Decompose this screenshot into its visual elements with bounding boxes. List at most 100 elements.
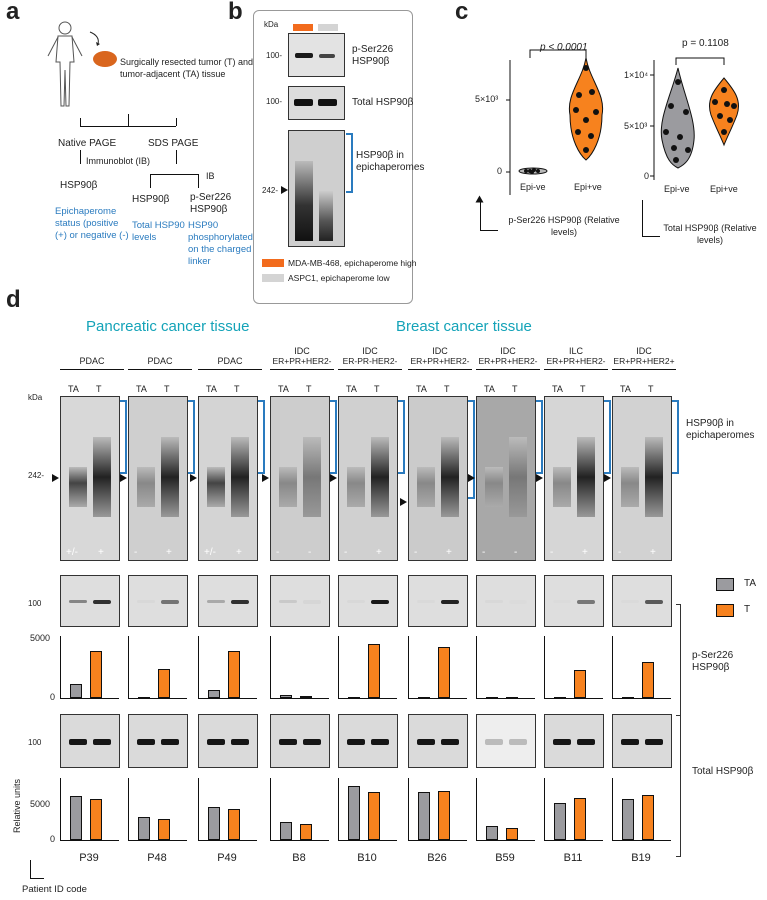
pser-chart-axis (544, 636, 603, 699)
header-rule (60, 369, 124, 370)
pser-band-ta (207, 600, 225, 603)
total-band-ta (137, 739, 155, 745)
pser-band-ta (347, 600, 365, 603)
pser-bar-ta (554, 697, 566, 699)
patient-id: B59 (495, 852, 515, 864)
pser-band-ta (69, 600, 87, 603)
relative-units-label: Relative units (12, 778, 23, 834)
sample-type: ILC (568, 346, 583, 356)
epi-label-b: HSP90β in epichaperomes (356, 150, 425, 173)
status-t: + (376, 547, 382, 558)
lane-t-label: T (512, 384, 518, 394)
marker-100-d1: 100 (28, 599, 42, 608)
total-bar-t (506, 828, 518, 840)
status-ta: +/- (66, 547, 78, 558)
pser-bar-ta (70, 684, 82, 698)
pser-bar-ta (418, 697, 430, 699)
band-ta (417, 467, 435, 507)
pser-bar-t (228, 650, 240, 698)
total-band-ta (207, 739, 225, 745)
total-bar-t (574, 797, 586, 840)
blot-total (476, 714, 536, 768)
pvalue-1: p < 0.0001 (540, 42, 588, 53)
breast-heading: Breast cancer tissue (396, 318, 532, 335)
lane-t-label: T (648, 384, 654, 394)
blot-epichaperome (338, 396, 398, 561)
pser-band-t (161, 600, 179, 604)
legend-ta-swatch (716, 578, 734, 591)
kda-label-d: kDa (28, 393, 43, 402)
total-chart-axis (338, 778, 397, 841)
total-bar-t (158, 819, 170, 840)
legend-t: T (744, 604, 751, 615)
status-t: + (650, 547, 656, 558)
blot-total (198, 714, 258, 768)
header-rule (612, 369, 676, 370)
lane-ta-label: TA (416, 384, 427, 394)
blot-pser226 (270, 575, 330, 627)
pser-bar-t (438, 647, 450, 698)
high-swatch (293, 24, 313, 31)
status-ta: - (276, 547, 280, 558)
total-chart-axis (544, 778, 603, 841)
band-ta (69, 467, 87, 507)
panel-b-frame (253, 10, 413, 304)
patient-code-label: Patient ID code (22, 884, 87, 895)
sample-subtype: ER+PR+HER2- (272, 356, 332, 366)
blot-epichaperome (544, 396, 604, 561)
c2-ytick-top: 1×10⁴ (624, 70, 649, 80)
pancreatic-heading: Pancreatic cancer tissue (86, 318, 250, 335)
total-band-t (509, 739, 527, 745)
epi-arrow (262, 474, 269, 482)
pser-band-ta (621, 600, 639, 603)
ytick-0-a: 0 (50, 692, 56, 702)
epi-bracket (188, 400, 195, 474)
pser-band-ta (137, 600, 155, 603)
total-chart-axis (408, 778, 467, 841)
panel-label-d: d (6, 286, 21, 313)
status-ta: +/- (204, 547, 216, 558)
band-ta (553, 467, 571, 507)
epi-label-d: HSP90β in epichaperomes (686, 418, 755, 441)
total-bar-ta (622, 799, 634, 840)
pser-bar-ta (348, 697, 360, 699)
pvalue-2: p = 0.1108 (682, 38, 729, 49)
tissue-description: Surgically resected tumor (T) and tumor-… (120, 57, 254, 79)
lane-t-label: T (96, 384, 102, 394)
blot-epichaperome (60, 396, 120, 561)
pser-band-t (371, 600, 389, 604)
pser-band-ta (417, 600, 435, 603)
total-chart-axis (270, 778, 329, 841)
total-chart-axis (476, 778, 535, 841)
pser-label-d: p-Ser226 HSP90β (692, 650, 734, 673)
total-bar-ta (70, 795, 82, 840)
marker-242-d: 242- (28, 471, 45, 480)
c2-ylabel: Total HSP90β (Relative levels) (663, 223, 757, 245)
pser-chart-axis (198, 636, 257, 699)
band-ta (485, 467, 503, 507)
total-label-d: Total HSP90β (692, 766, 754, 777)
pser-band-ta (485, 600, 503, 603)
blot-total (544, 714, 604, 768)
sample-subtype: ER+PR+HER2- (478, 356, 538, 366)
patient-id: B11 (563, 852, 583, 864)
c1-x-epipos: Epi+ve (574, 182, 602, 192)
pser226-label-b: p-Ser226 HSP90β (352, 44, 394, 67)
c2-ytick-mid: 5×10³ (624, 121, 648, 131)
c1-x-epineg: Epi-ve (520, 182, 546, 192)
sample-subtype: ER+PR+HER2+ (613, 356, 675, 366)
ytick-5000-b: 5000 (30, 799, 51, 809)
epi-bracket (258, 400, 265, 474)
pser-chart-axis (612, 636, 671, 699)
epi-bracket (398, 400, 405, 474)
blot-epichaperome (198, 396, 258, 561)
blot-epichaperome-b (288, 130, 345, 247)
blot-epichaperome (270, 396, 330, 561)
pser-bar-ta (486, 697, 498, 699)
status-t: + (446, 547, 452, 558)
lane-t-label: T (164, 384, 170, 394)
epi-bracket (672, 400, 679, 474)
legend-low-b: ASPC1, epichaperome low (288, 273, 390, 283)
total-chart-axis (128, 778, 187, 841)
status-ta: - (550, 547, 554, 558)
